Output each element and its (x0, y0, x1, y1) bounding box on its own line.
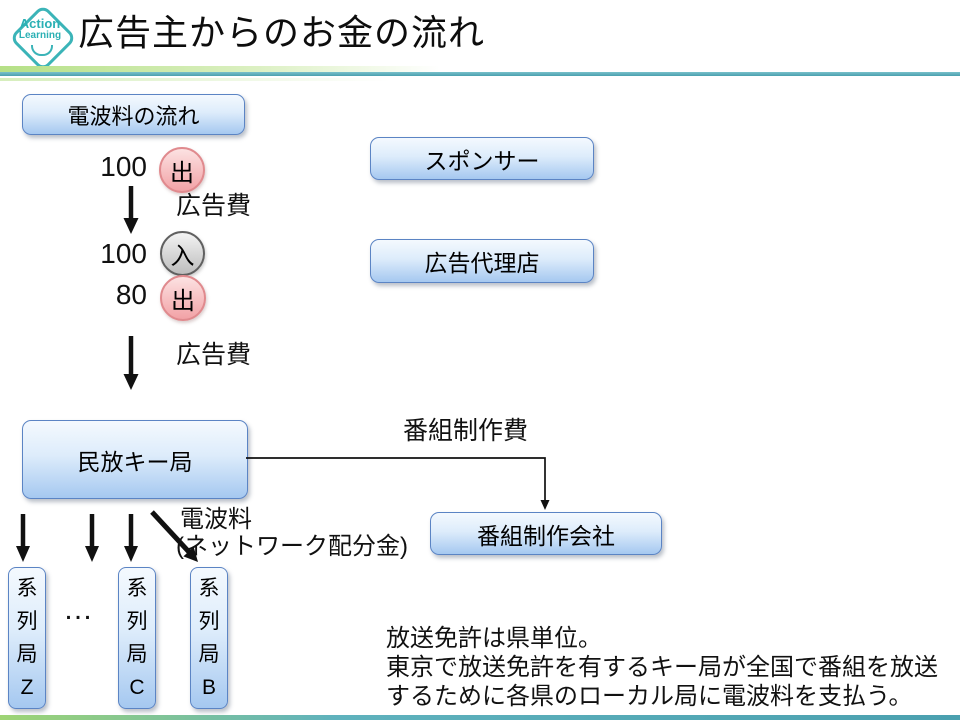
label-ellipsis: … (63, 593, 93, 626)
header-rule-green-faint (0, 78, 390, 81)
header-rule-teal (0, 72, 960, 76)
label-ad-fee-1: 広告費 (176, 192, 252, 220)
label-program-production-fee: 番組制作費 (403, 417, 529, 445)
badge-out-1: 出 (159, 147, 205, 193)
badge-out-2: 出 (160, 275, 206, 321)
box-affiliate-c: 系 列 局 C (118, 567, 156, 709)
label-ad-fee-2: 広告費 (176, 341, 252, 369)
arrow-affiliate-others (85, 514, 99, 562)
amount-80-agency-out: 80 (115, 279, 147, 310)
arrow-program-fee-connector (246, 457, 550, 510)
box-ad-agency: 広告代理店 (370, 239, 594, 283)
arrow-affiliate-z (16, 514, 30, 562)
header-rule-green (0, 66, 440, 74)
box-affiliate-b: 系 列 局 B (190, 567, 228, 709)
arrow-ad-fee-2 (123, 336, 139, 390)
arrow-affiliate-c (124, 514, 138, 562)
action-learning-logo: Action Learning (8, 4, 77, 72)
label-radio-wave-fee: 電波料 (180, 506, 252, 533)
logo-text-line2: Learning (18, 30, 62, 41)
logo-text-line1: Action (19, 16, 61, 31)
box-affiliate-z: 系 列 局 Z (8, 567, 46, 709)
label-network-distribution: (ネットワーク配分金) (176, 533, 408, 560)
arrow-ad-fee-1 (123, 186, 139, 234)
footer-rule (0, 715, 960, 720)
badge-in-1: 入 (160, 231, 205, 276)
amount-100-agency-in: 100 (100, 238, 147, 269)
box-program-production-company: 番組制作会社 (430, 512, 662, 555)
box-sponsor: スポンサー (370, 137, 594, 180)
note-broadcast-license: 放送免許は県単位。 東京で放送免許を有するキー局が全国で番組を放送 するために各… (386, 625, 938, 710)
slide-title: 広告主からのお金の流れ (78, 12, 486, 53)
legend-box-radio-wave-fee-flow: 電波料の流れ (22, 94, 245, 135)
amount-100-sponsor: 100 (100, 151, 147, 182)
box-key-station: 民放キー局 (22, 420, 248, 499)
